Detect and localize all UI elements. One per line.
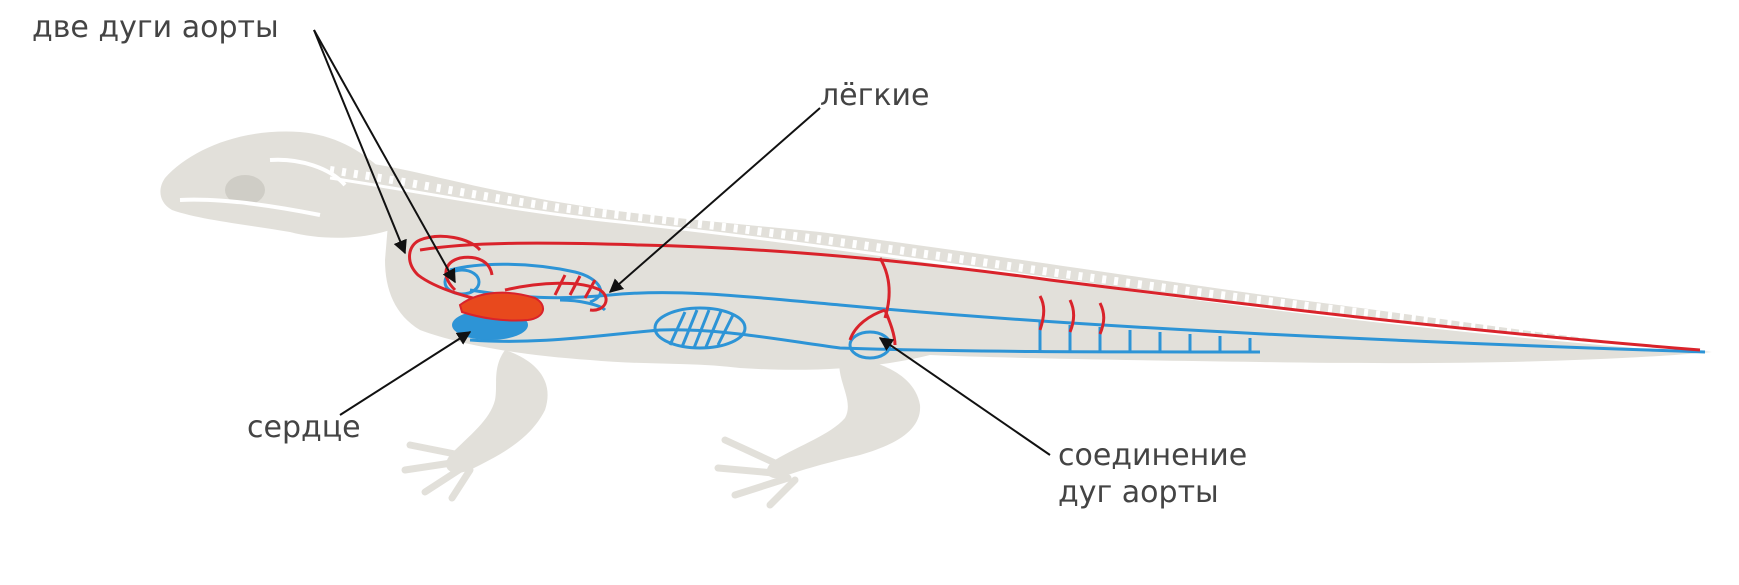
lizard-rear-leg (767, 355, 920, 478)
label-two-aortic-arches: две дуги аорты (32, 10, 279, 46)
rear-foot (718, 440, 795, 505)
lizard-head (160, 132, 395, 238)
label-lungs: лёгкие (820, 78, 929, 114)
front-foot (405, 445, 470, 498)
label-arches-junction-line1: соединение (1058, 438, 1247, 474)
arrow-heart (340, 332, 470, 415)
label-arches-junction-line2: дуг аорты (1058, 475, 1219, 511)
label-heart: сердце (247, 410, 361, 446)
lizard-silhouette (160, 132, 1712, 505)
